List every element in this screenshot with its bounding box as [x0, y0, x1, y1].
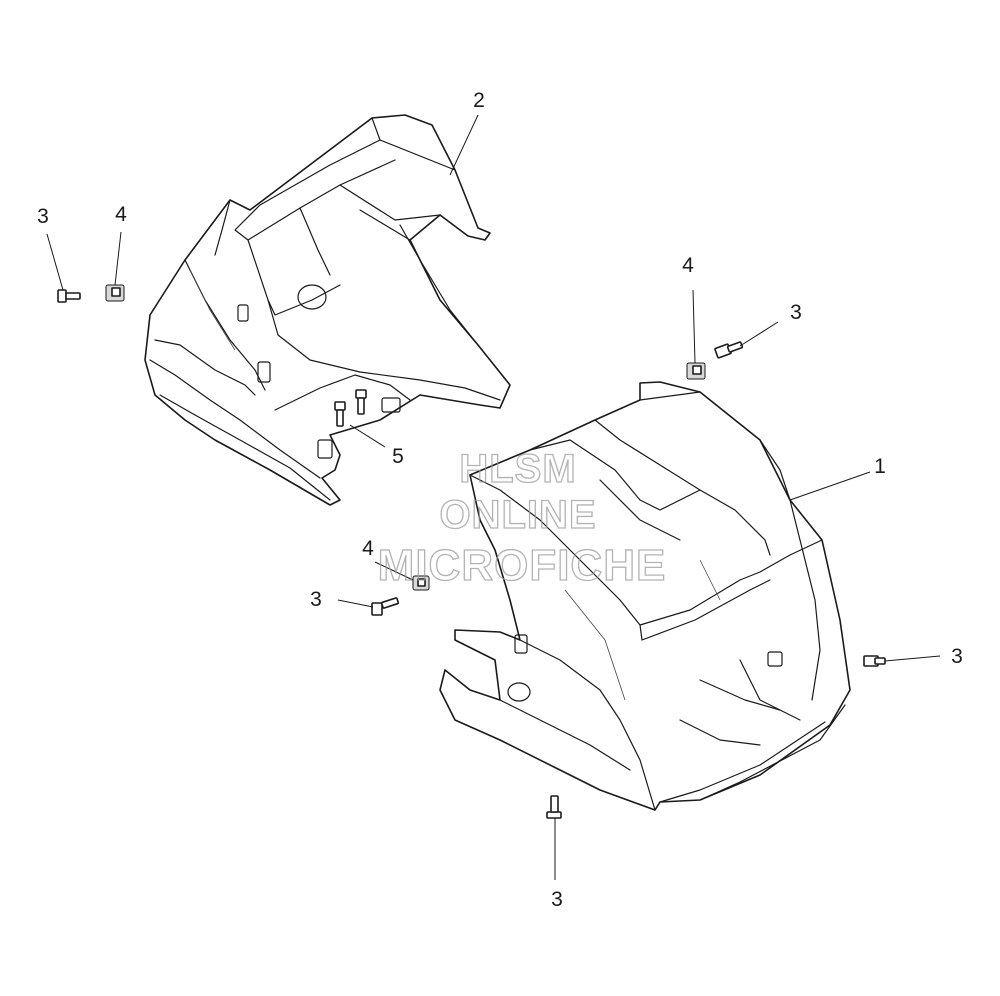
screw-icon	[863, 655, 886, 667]
callout-2: 2	[473, 89, 485, 112]
callout-3: 3	[310, 588, 322, 611]
watermark-line-2: ONLINE	[439, 493, 596, 537]
part-2-upper-fairing	[144, 114, 511, 506]
watermark: HLSM ONLINE MICROFICHE	[377, 446, 667, 590]
clip-icon	[686, 362, 706, 380]
callout-3: 3	[551, 888, 563, 911]
callout-5: 5	[392, 445, 404, 468]
callout-4: 4	[115, 203, 127, 226]
callout-3: 3	[37, 205, 49, 228]
watermark-line-3: MICROFICHE	[378, 541, 667, 590]
callout-3: 3	[951, 645, 963, 668]
callout-4: 4	[362, 537, 374, 560]
screw-icon	[334, 389, 367, 427]
clip-icon	[412, 575, 430, 591]
part-1-lower-fairing	[439, 381, 851, 811]
callout-3: 3	[790, 301, 802, 324]
clip-icon	[105, 284, 125, 302]
callout-4: 4	[682, 254, 694, 277]
screw-icon	[714, 341, 744, 359]
screw-icon	[57, 289, 81, 303]
screw-icon	[546, 795, 562, 819]
screw-icon	[371, 597, 400, 616]
callouts: 2 3 4 4 3 5 1 4 3 3 3	[37, 89, 963, 911]
watermark-line-1: HLSM	[459, 447, 576, 491]
leader-lines	[46, 114, 941, 880]
callout-1: 1	[874, 455, 886, 478]
